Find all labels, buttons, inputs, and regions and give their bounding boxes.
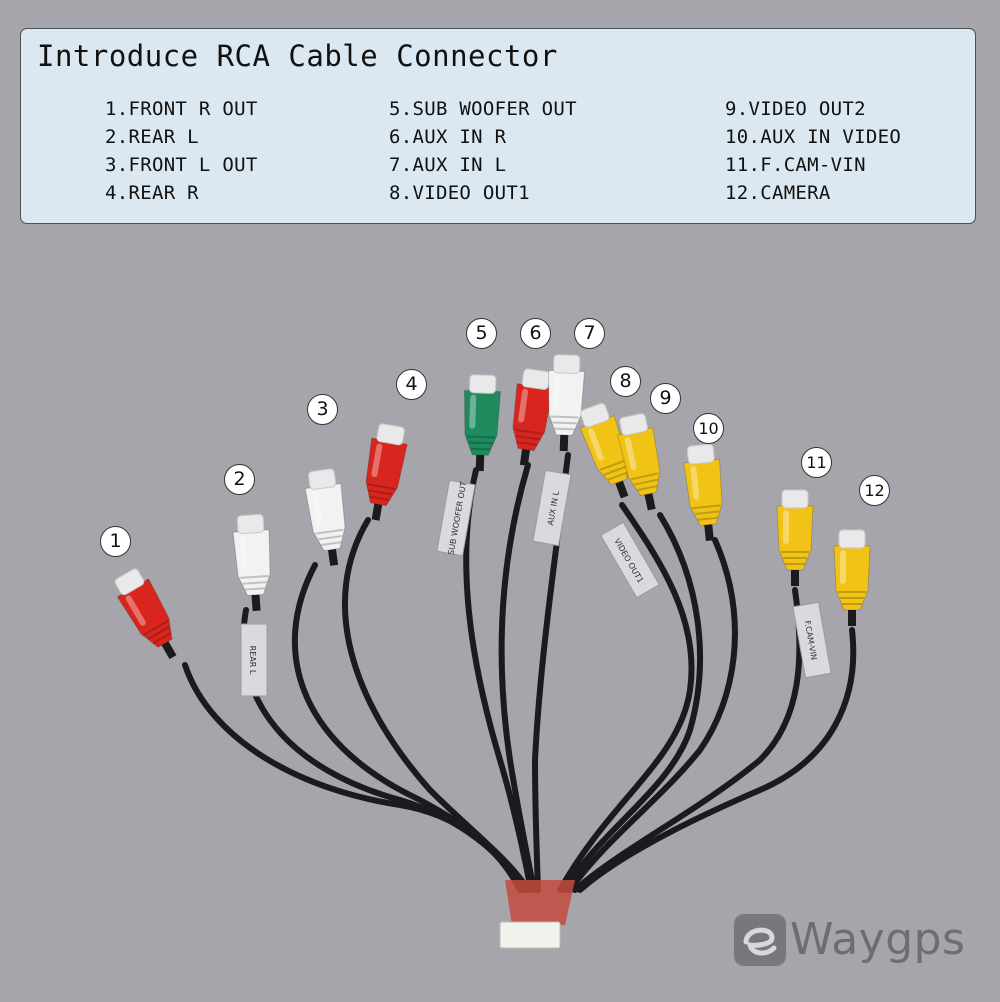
- brand-name: Waygps: [790, 914, 966, 965]
- cable-bundle: [182, 452, 857, 893]
- connector-number-1: 1: [100, 526, 131, 557]
- rca-plug-4: [365, 423, 408, 521]
- rca-plug-1: [114, 568, 177, 660]
- legend-item: 9.VIDEO OUT2: [725, 98, 866, 120]
- legend-box: Introduce RCA Cable Connector 1.FRONT R …: [20, 28, 976, 224]
- cable-2: [240, 607, 525, 893]
- harness-connector: [499, 880, 575, 949]
- connector-number-8: 8: [610, 366, 641, 397]
- connector-number-4: 4: [396, 369, 427, 400]
- cable-photo: REAR L SUB WOOFER OUT AUX IN L VIDEO OUT1F.…: [114, 354, 871, 949]
- cable-tag: SUB WOOFER OUT: [436, 479, 476, 557]
- legend-item: 5.SUB WOOFER OUT: [389, 98, 577, 120]
- cable-11: [572, 587, 803, 893]
- connector-number-9: 9: [650, 383, 681, 414]
- rca-plug-8: [579, 402, 629, 499]
- cable-5: [463, 467, 534, 893]
- legend-item: 8.VIDEO OUT1: [389, 182, 530, 204]
- cable-9: [562, 512, 703, 893]
- connector-number-5: 5: [466, 318, 497, 349]
- cable-tag: REAR L: [240, 623, 268, 697]
- rca-plug-2: [232, 513, 271, 612]
- legend-item: 6.AUX IN R: [389, 126, 507, 148]
- rca-plug-9: [616, 413, 661, 511]
- rca-plugs: [114, 354, 871, 660]
- legend-column-1: 1.FRONT R OUT 2.REAR L 3.FRONT L OUT 4.R…: [105, 95, 258, 207]
- legend-column-2: 5.SUB WOOFER OUT 6.AUX IN R 7.AUX IN L 8…: [389, 95, 577, 207]
- cable-tag-text: REAR L: [248, 646, 257, 675]
- wire-loom: [505, 880, 575, 925]
- connector-number-10: 10: [693, 413, 724, 444]
- legend-item: 2.REAR L: [105, 126, 199, 148]
- brand-e-icon: [734, 914, 786, 966]
- cable-tag: F.CAM-VIN: [792, 601, 832, 679]
- rca-plug-7: [547, 354, 586, 452]
- cable-10: [567, 537, 738, 893]
- legend-column-3: 9.VIDEO OUT2 10.AUX IN VIDEO 11.F.CAM-VI…: [725, 95, 901, 207]
- connector-number-12: 12: [859, 475, 890, 506]
- cable-6: [498, 462, 537, 893]
- connector-number-2: 2: [224, 464, 255, 495]
- legend-item: 11.F.CAM-VIN: [725, 154, 866, 176]
- connector-number-7: 7: [574, 318, 605, 349]
- cable-tags: REAR L SUB WOOFER OUT AUX IN L VIDEO OUT1F.…: [240, 469, 832, 697]
- cable-8: [557, 502, 695, 893]
- rca-plug-6: [512, 368, 554, 466]
- legend-title: Introduce RCA Cable Connector: [37, 39, 558, 73]
- legend-item: 1.FRONT R OUT: [105, 98, 258, 120]
- legend-item: 12.CAMERA: [725, 182, 831, 204]
- legend-item: 4.REAR R: [105, 182, 199, 204]
- rca-plug-5: [463, 374, 502, 472]
- connector-number-3: 3: [307, 394, 338, 425]
- cable-1: [182, 662, 523, 893]
- harness-plug: [499, 921, 561, 949]
- legend-item: 10.AUX IN VIDEO: [725, 126, 902, 148]
- connector-number-11: 11: [801, 447, 832, 478]
- cable-tag: AUX IN L: [532, 469, 572, 547]
- legend-item: 7.AUX IN L: [389, 154, 507, 176]
- rca-plug-3: [304, 468, 346, 566]
- cable-4: [341, 517, 531, 893]
- cable-tag: VIDEO OUT1: [600, 521, 660, 599]
- rca-plug-10: [683, 443, 723, 542]
- rca-plug-12: [833, 529, 871, 626]
- cable-12: [577, 627, 857, 893]
- brand-logo: Waygps: [732, 910, 992, 974]
- connector-number-6: 6: [520, 318, 551, 349]
- legend-item: 3.FRONT L OUT: [105, 154, 258, 176]
- rca-plug-11: [776, 489, 814, 586]
